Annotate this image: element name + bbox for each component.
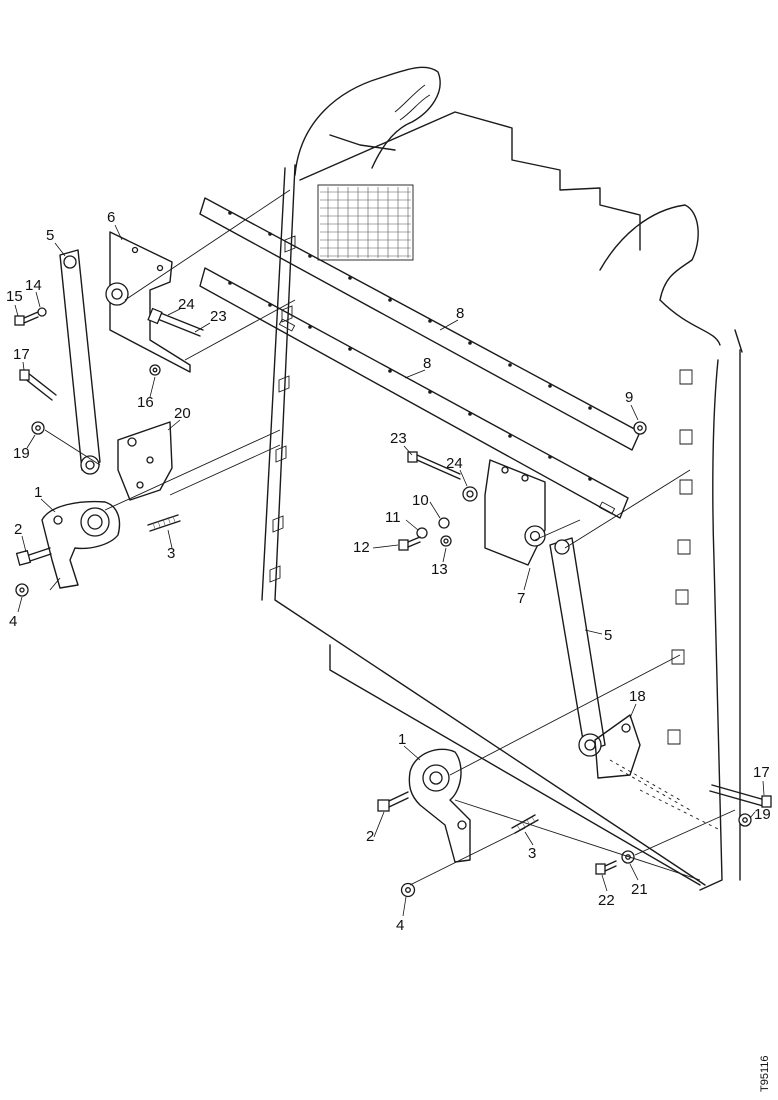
callout-leaders xyxy=(14,224,765,917)
bracket-lower-left xyxy=(117,421,173,501)
callout-label: 5 xyxy=(46,227,54,244)
callout-label: 4 xyxy=(9,613,17,630)
bolt-upper-left xyxy=(147,307,204,337)
nut-19-left xyxy=(31,421,45,435)
callout-label: 20 xyxy=(174,405,191,422)
washer-24-right xyxy=(462,486,478,502)
bolt-23-right xyxy=(407,451,461,480)
bracket-18 xyxy=(594,714,641,779)
nut-9 xyxy=(633,421,647,435)
callout-label: 4 xyxy=(396,917,404,934)
callout-label: 22 xyxy=(598,892,615,909)
callout-label: 5 xyxy=(604,627,612,644)
callout-label: 19 xyxy=(754,806,771,823)
callout-label: 3 xyxy=(528,845,536,862)
callout-label: 23 xyxy=(390,430,407,447)
nut-4-right xyxy=(400,882,416,898)
nut-16 xyxy=(149,364,161,376)
callout-label: 19 xyxy=(13,445,30,462)
callout-label: 24 xyxy=(446,455,463,472)
callout-label: 1 xyxy=(34,484,42,501)
stud-left xyxy=(147,514,181,532)
callout-label: 8 xyxy=(456,305,464,322)
callout-label: 9 xyxy=(625,389,633,406)
fastener-21-22 xyxy=(595,850,635,875)
callout-label: 2 xyxy=(366,828,374,845)
callout-label: 21 xyxy=(631,881,648,898)
nut-19-right xyxy=(738,813,752,827)
callout-label: 17 xyxy=(753,764,770,781)
callout-label: 15 xyxy=(6,288,23,305)
bolt-17-left xyxy=(19,369,57,401)
cross-bar-lower xyxy=(199,267,629,519)
bolt-17-right xyxy=(709,784,772,808)
callout-label: 13 xyxy=(431,561,448,578)
callout-label: 8 xyxy=(423,355,431,372)
callout-label: 2 xyxy=(14,521,22,538)
callout-label: 12 xyxy=(353,539,370,556)
callout-label: 16 xyxy=(137,394,154,411)
cross-bar-upper xyxy=(199,197,641,451)
callout-label: 11 xyxy=(385,509,401,526)
radiator-assembly xyxy=(261,66,743,891)
callout-label: 3 xyxy=(167,545,175,562)
callout-label: 10 xyxy=(412,492,429,509)
callout-label: 24 xyxy=(178,296,195,313)
callout-label: 14 xyxy=(25,277,42,294)
engine-mount-left xyxy=(41,500,121,589)
bolt-2-left xyxy=(15,547,52,566)
nut-4-left xyxy=(15,583,29,597)
callout-label: 6 xyxy=(107,209,115,226)
stay-arm-right xyxy=(549,537,606,757)
figure-id: T95116 xyxy=(759,1056,771,1093)
callout-label: 17 xyxy=(13,346,30,363)
callout-labels: 1 1 2 2 3 3 4 4 5 5 6 7 8 8 9 10 11 12 1… xyxy=(6,209,771,934)
assembly-lines xyxy=(44,189,736,886)
engine-mount-right xyxy=(408,748,471,863)
stud-right xyxy=(511,814,539,834)
callout-label: 18 xyxy=(629,688,646,705)
fastener-set-right xyxy=(398,517,452,551)
bolt-15 xyxy=(14,307,47,326)
bracket-right xyxy=(484,459,546,566)
stay-arm-left xyxy=(59,249,101,475)
bolt-2-right xyxy=(377,791,409,812)
callout-label: 23 xyxy=(210,308,227,325)
callout-label: 1 xyxy=(398,731,406,748)
callout-label: 7 xyxy=(517,590,525,607)
